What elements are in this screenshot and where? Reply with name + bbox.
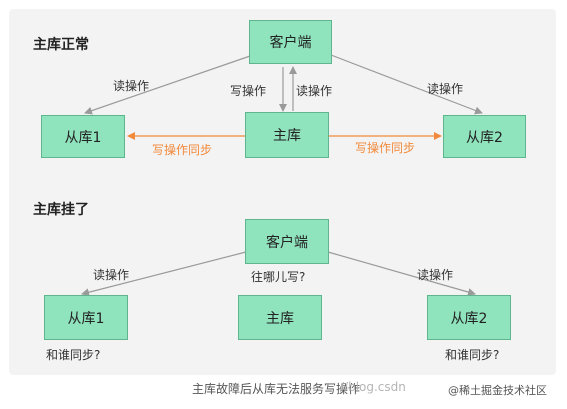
sync-question-left: 和谁同步?	[46, 348, 101, 362]
replica1-node-failed: 从库1	[44, 295, 128, 340]
read-label-left: 读操作	[113, 79, 150, 93]
read-label-right: 读操作	[427, 82, 464, 96]
client-node: 客户端	[249, 20, 332, 64]
replica2-node: 从库2	[443, 115, 526, 158]
edge-client-replica1	[84, 54, 254, 115]
edge-client-replica2	[330, 54, 483, 115]
read-label-center: 读操作	[296, 84, 333, 98]
sync-question-right: 和谁同步?	[445, 348, 500, 362]
section-title-normal: 主库正常	[33, 37, 89, 53]
edge-client-replica2-failed	[327, 251, 476, 296]
source-credit: @稀土掘金技术社区	[448, 384, 547, 397]
section-title-failed: 主库挂了	[33, 202, 89, 218]
master-node: 主库	[245, 112, 329, 158]
replica1-node: 从库1	[41, 115, 125, 158]
sync-label-right: 写操作同步	[355, 141, 416, 155]
read-label-right-failed: 读操作	[417, 268, 454, 282]
sync-label-left: 写操作同步	[152, 143, 213, 157]
where-write-label: 往哪儿写?	[251, 270, 306, 284]
master-node-failed: 主库	[238, 295, 322, 340]
blog-watermark: //blog.csdn	[340, 380, 406, 394]
figure-caption: 主库故障后从库无法服务写操作	[192, 382, 361, 396]
edge-client-replica1-failed	[81, 251, 247, 297]
write-label: 写操作	[230, 84, 267, 98]
read-label-left-failed: 读操作	[93, 268, 130, 282]
replica2-node-failed: 从库2	[427, 295, 511, 340]
client-node-failed: 客户端	[245, 219, 329, 264]
